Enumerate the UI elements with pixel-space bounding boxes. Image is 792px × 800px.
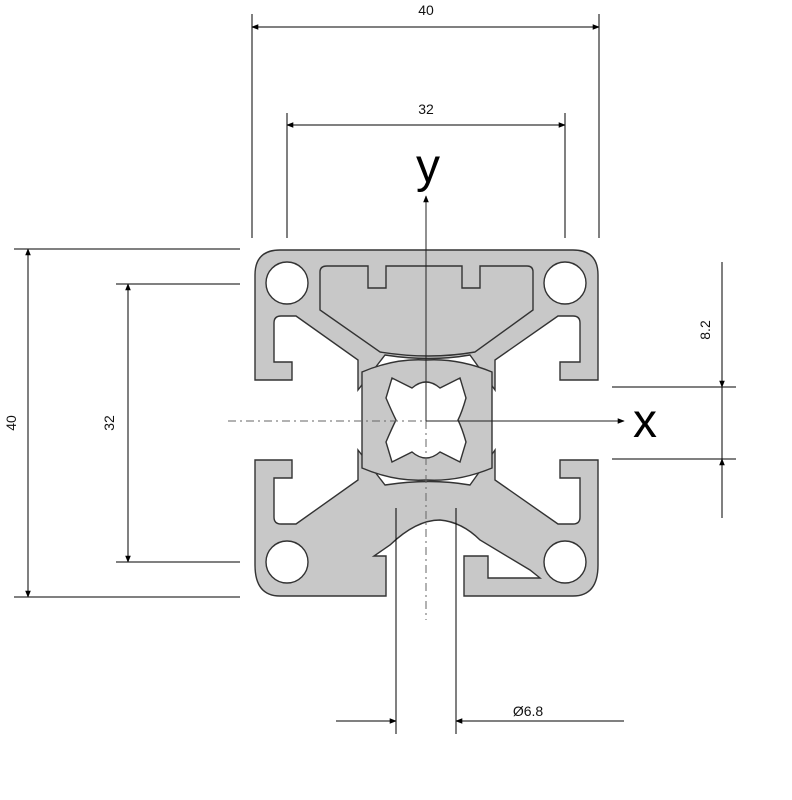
top-outer-dim-label: 40 <box>418 2 434 18</box>
slot-offset-dim-label: 8.2 <box>697 320 713 340</box>
top-inner-dim-label: 32 <box>418 101 434 117</box>
corner-hole-top-left <box>265 261 309 305</box>
corner-hole-bottom-right <box>543 540 587 584</box>
bore-diameter-dim-label: Ø6.8 <box>513 703 544 719</box>
x-axis-label: x <box>633 395 657 448</box>
corner-hole-top-right <box>543 261 587 305</box>
corner-hole-bottom-left <box>265 540 309 584</box>
y-axis-label: y <box>416 140 440 193</box>
left-inner-dim-label: 32 <box>101 415 117 431</box>
profile-outer-shell-bottom <box>254 447 599 597</box>
left-outer-dim-label: 40 <box>3 415 19 431</box>
